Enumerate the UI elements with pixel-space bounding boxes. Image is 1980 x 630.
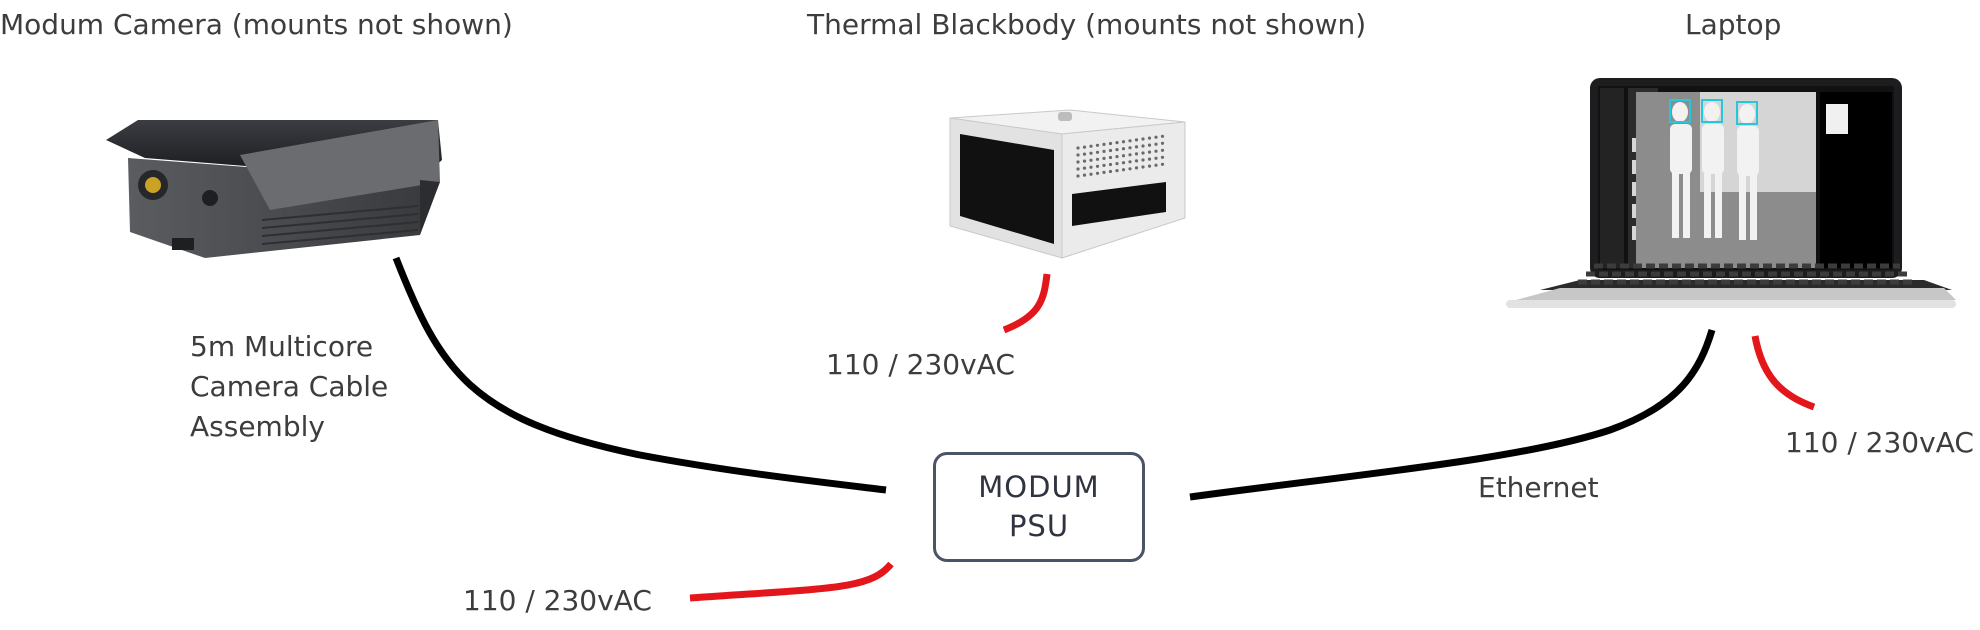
- power-cable-blackbody: [1002, 273, 1051, 334]
- power-label-laptop: 110 / 230vAC: [1785, 426, 1974, 459]
- blackbody-title: Thermal Blackbody (mounts not shown): [807, 8, 1367, 41]
- power-label-blackbody: 110 / 230vAC: [826, 348, 1015, 381]
- camera-title: Modum Camera (mounts not shown): [0, 8, 513, 41]
- ethernet-label: Ethernet: [1478, 471, 1599, 504]
- cable-label-line1: 5m Multicore: [190, 330, 374, 363]
- cable-label-line2: Camera Cable: [190, 370, 389, 403]
- power-cable-laptop: [1751, 335, 1816, 411]
- psu-label-line1: MODUM: [978, 469, 1100, 504]
- cable-label-line3: Assembly: [190, 410, 325, 443]
- modum-psu-box: MODUM PSU: [933, 452, 1145, 562]
- laptop-title: Laptop: [1685, 8, 1782, 41]
- power-label-psu: 110 / 230vAC: [463, 584, 652, 617]
- psu-label-line2: PSU: [1008, 509, 1070, 543]
- camera-cable: [392, 256, 887, 494]
- power-cable-psu: [689, 561, 894, 602]
- ethernet-cable: [1189, 328, 1716, 501]
